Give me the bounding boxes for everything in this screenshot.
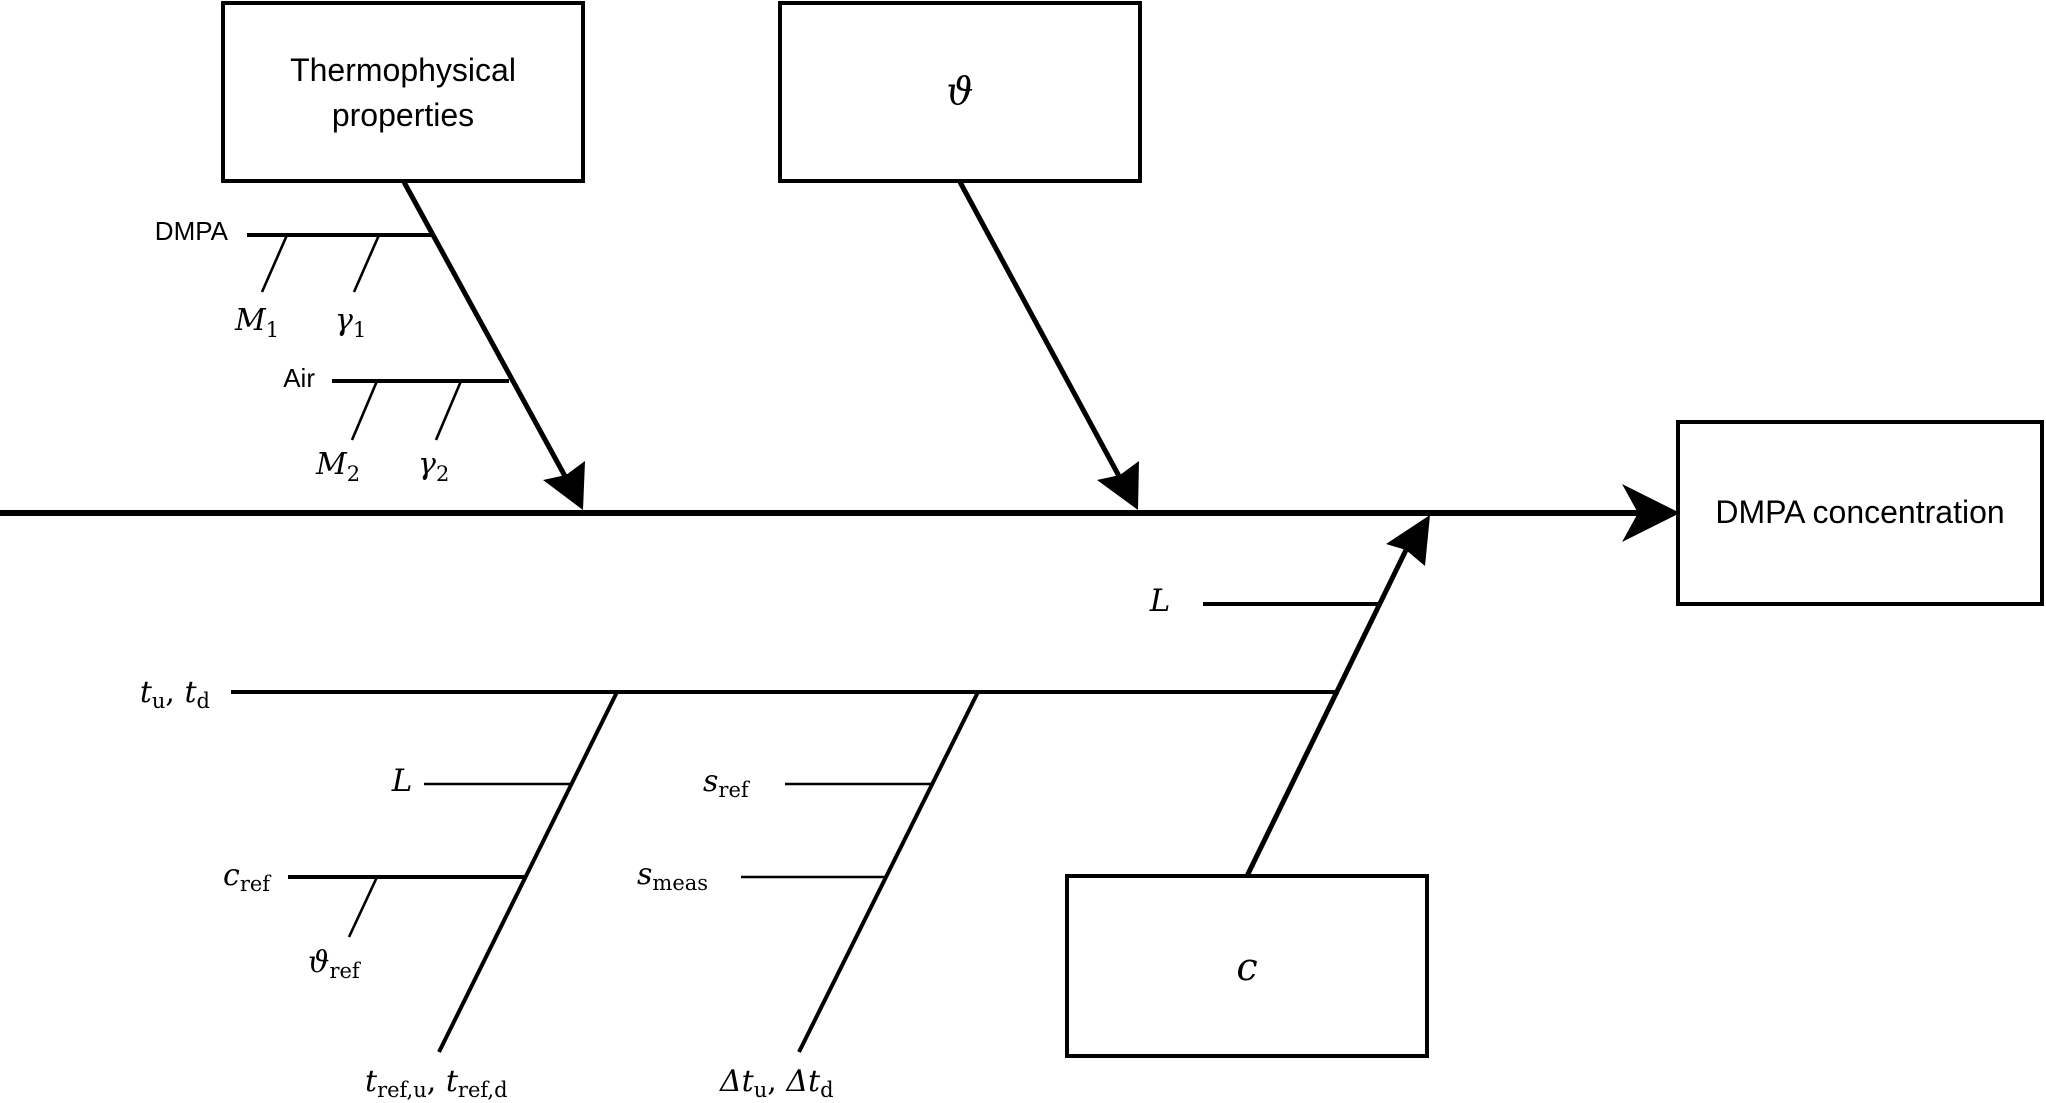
m2-label: M2 xyxy=(315,447,360,486)
thermophysical-title-line1: Thermophysical xyxy=(290,52,516,88)
s-ref-label: sref xyxy=(703,764,751,802)
c-symbol: c xyxy=(1236,945,1257,989)
effect-box xyxy=(1676,420,2044,606)
thermophysical-box xyxy=(221,1,585,183)
temperature-arrowhead xyxy=(1097,461,1139,510)
reference-bone xyxy=(437,691,619,1053)
theta-ref-tick xyxy=(347,876,379,938)
gamma1-label: γ1 xyxy=(335,303,366,342)
dmpa-gamma1-tick xyxy=(352,234,381,293)
temperature-symbol: ϑ xyxy=(946,69,973,113)
transit-times-label: tu, td xyxy=(140,675,210,713)
c-bone xyxy=(1244,548,1409,878)
delta-times-label: Δtu, Δtd xyxy=(719,1064,834,1102)
spine-arrowhead xyxy=(1622,484,1680,542)
theta-ref-label: ϑref xyxy=(308,945,362,983)
air-m2-tick xyxy=(350,380,379,441)
thermophysical-title-line2: properties xyxy=(332,97,474,133)
c-length-label: L xyxy=(1149,583,1171,619)
temperature-box xyxy=(778,1,1142,183)
s-meas-label: smeas xyxy=(637,857,708,895)
temperature-bone xyxy=(957,180,1123,480)
thermophysical-arrowhead xyxy=(543,461,585,510)
reference-times-label: tref,u, tref,d xyxy=(365,1064,508,1102)
reference-length-label: L xyxy=(391,763,413,799)
thermophysical-bone xyxy=(401,180,569,480)
air-label: Air xyxy=(283,363,315,393)
dmpa-m1-tick xyxy=(260,234,289,293)
delta-bone xyxy=(797,691,980,1053)
effect-label: DMPA concentration xyxy=(1715,494,2004,530)
gamma2-label: γ2 xyxy=(418,447,449,486)
c-arrowhead xyxy=(1386,515,1430,566)
dmpa-label: DMPA xyxy=(155,216,229,246)
air-gamma2-tick xyxy=(434,380,463,441)
c-ref-label: cref xyxy=(223,858,272,896)
m1-label: M1 xyxy=(234,303,279,342)
